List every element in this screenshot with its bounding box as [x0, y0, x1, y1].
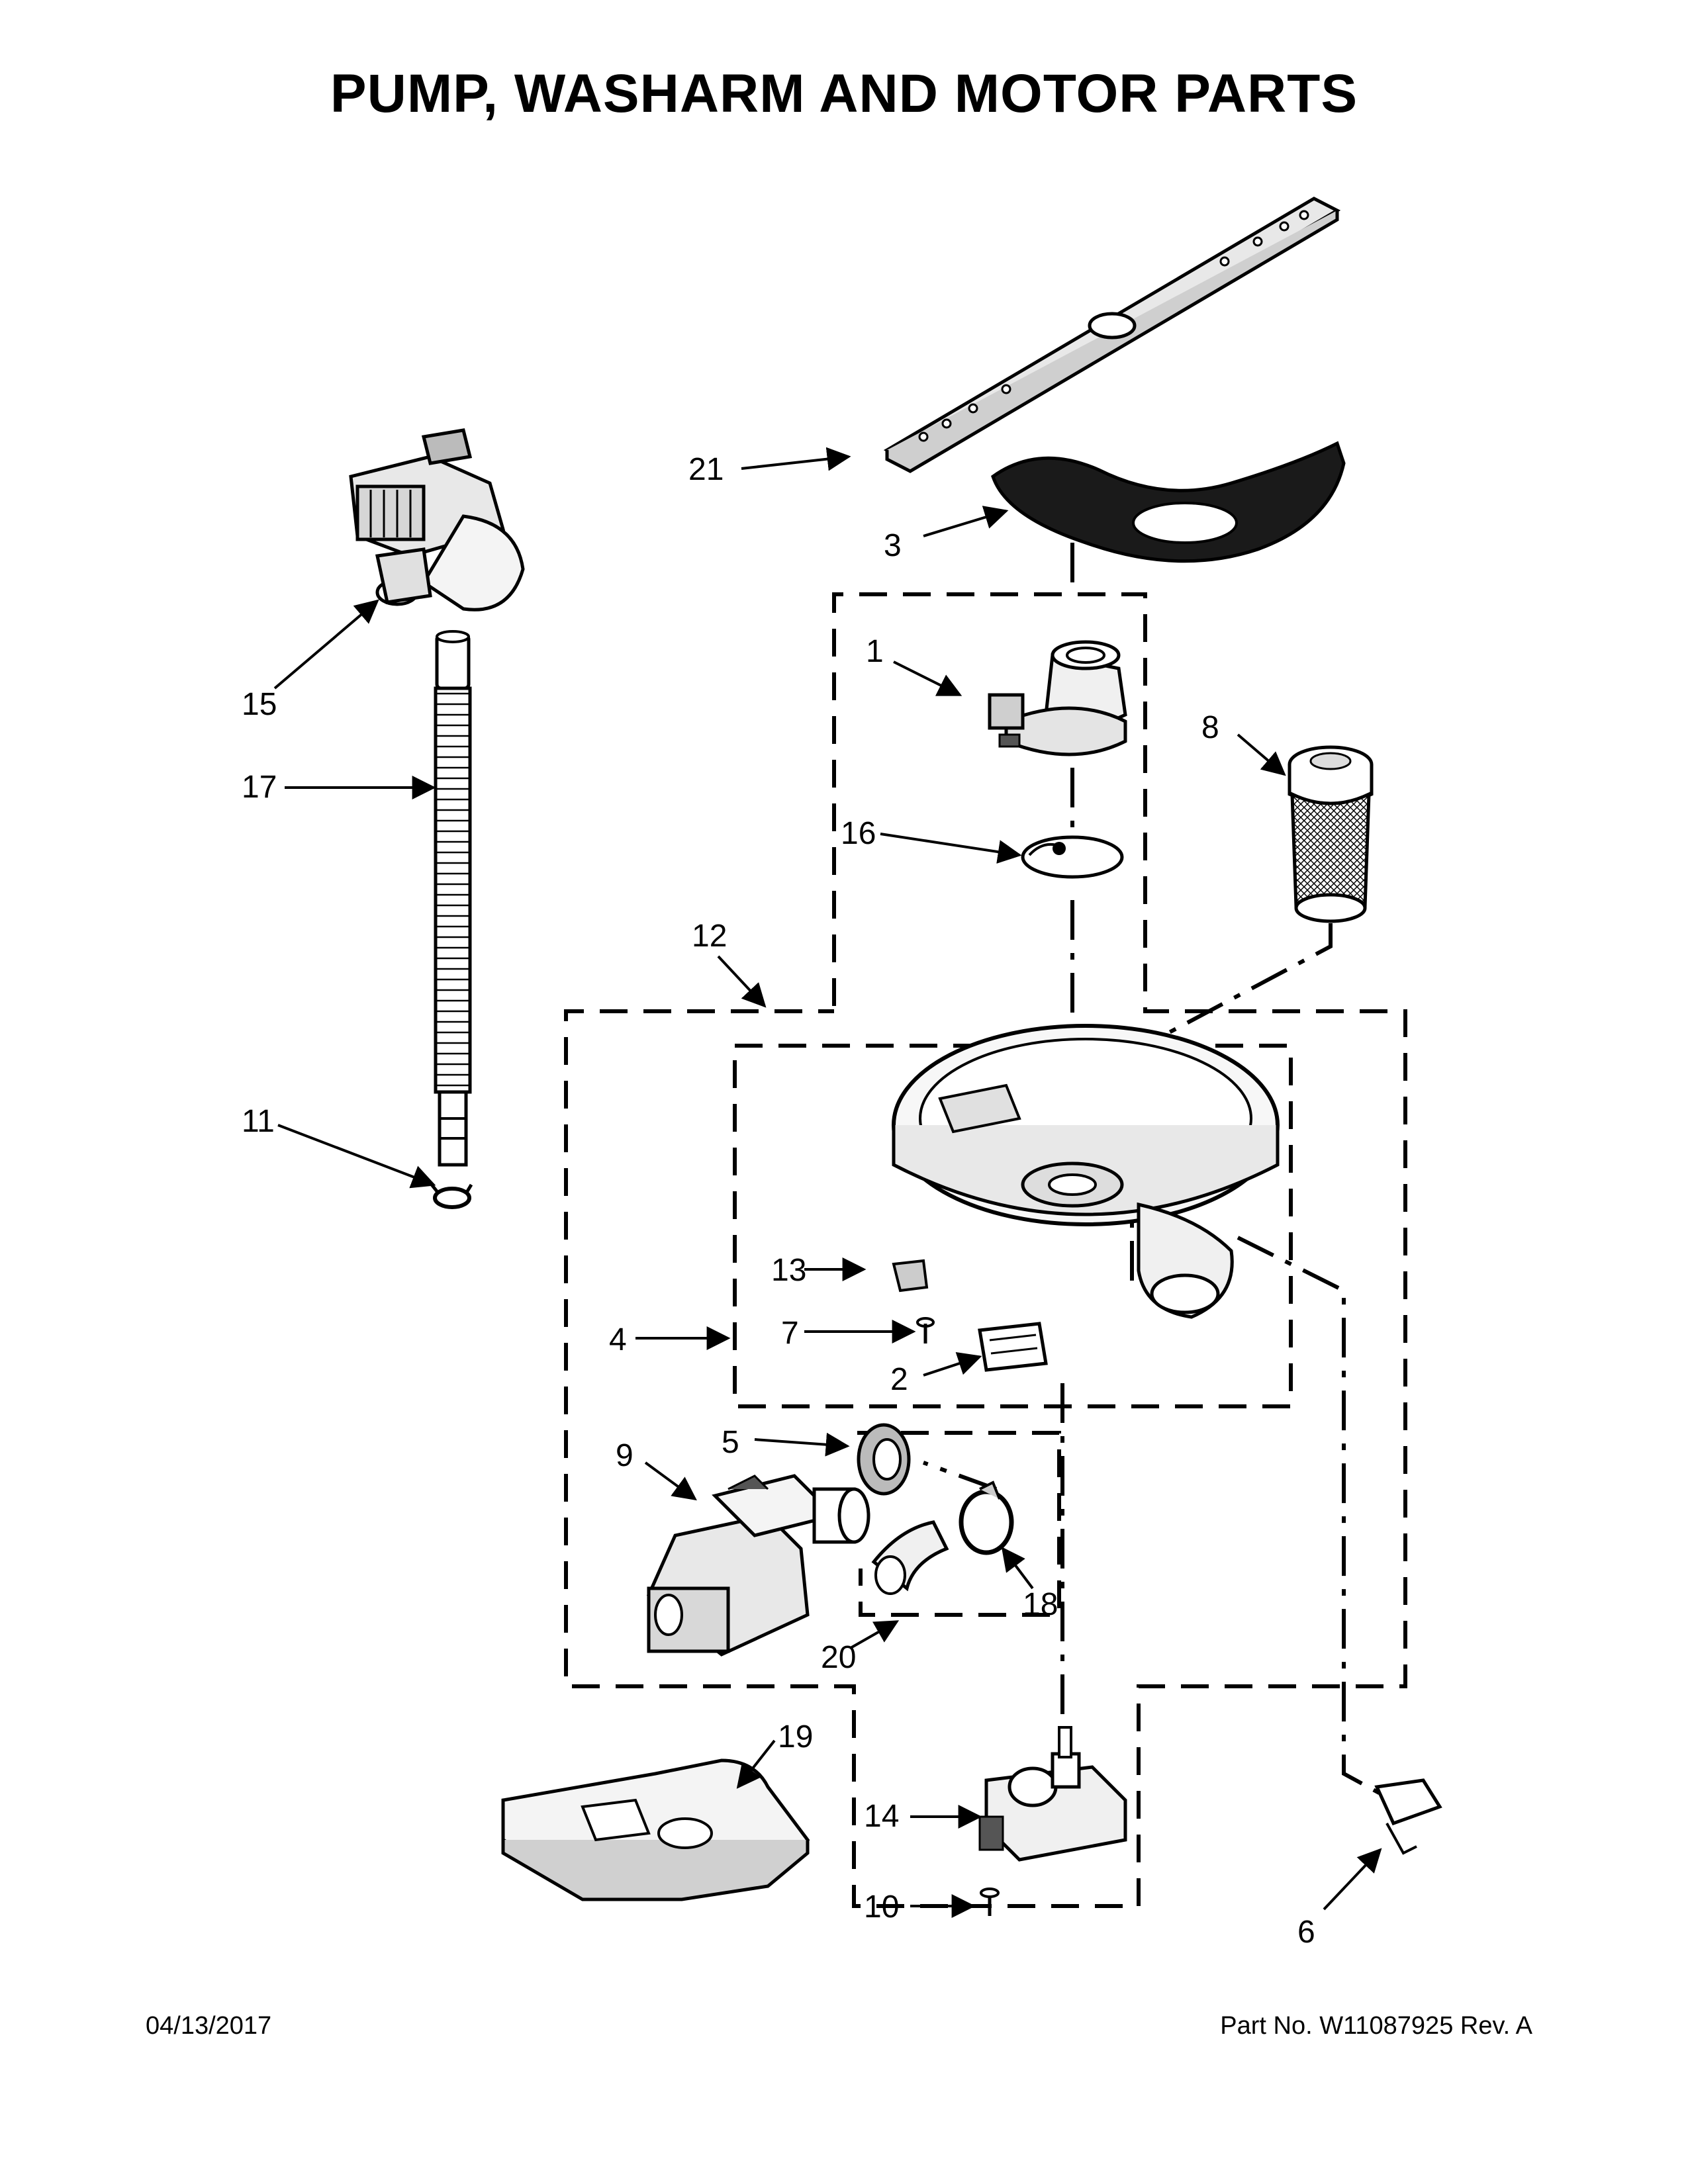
- callout-4: 4: [609, 1322, 627, 1357]
- hose-clamp-part: [430, 1183, 473, 1209]
- drain-hose-part: [434, 630, 472, 1167]
- callout-13: 13: [771, 1253, 806, 1288]
- callout-7: 7: [781, 1316, 799, 1351]
- group-box-20: [857, 1431, 1061, 1617]
- callout-1: 1: [866, 634, 884, 669]
- callout-15: 15: [242, 687, 277, 722]
- footer-part-number: Part No. W11087925 Rev. A: [1220, 2012, 1532, 2040]
- base-part-19: [501, 1758, 810, 1901]
- bracket-part: [892, 1259, 929, 1293]
- callout-6: 6: [1297, 1915, 1315, 1950]
- drain-pump-part: [349, 428, 525, 612]
- leader-lines: [273, 447, 1382, 1918]
- callout-2: 2: [890, 1362, 908, 1397]
- clamp-18-part: [959, 1480, 1014, 1555]
- connector-2-part: [978, 1322, 1048, 1372]
- seal-part: [857, 1423, 911, 1496]
- callout-5: 5: [722, 1425, 739, 1460]
- pump-housing-part: [988, 640, 1127, 756]
- callout-16: 16: [841, 816, 876, 851]
- screw-10-part: [980, 1888, 1000, 1916]
- spray-shield-part: [991, 441, 1346, 563]
- filter-part: [1288, 745, 1374, 923]
- thermal-part-14: [978, 1726, 1127, 1862]
- circulation-motor-part: [646, 1474, 870, 1657]
- disc-flap-part: [1021, 835, 1124, 879]
- callout-20: 20: [821, 1640, 856, 1675]
- sump-part: [892, 1024, 1280, 1319]
- footer-date: 04/13/2017: [146, 2012, 272, 2040]
- callout-17: 17: [242, 770, 277, 805]
- callout-3: 3: [884, 528, 902, 563]
- callout-10: 10: [864, 1889, 899, 1925]
- callout-19: 19: [778, 1719, 813, 1754]
- group-box-12: [564, 592, 1407, 1908]
- elbow-hose-part: [871, 1520, 949, 1595]
- callout-8: 8: [1201, 710, 1219, 745]
- callout-11: 11: [242, 1104, 275, 1139]
- sensor-part-6: [1374, 1778, 1442, 1855]
- callout-21: 21: [688, 452, 724, 487]
- upper-wash-arm-part: [883, 197, 1341, 473]
- page-title: PUMP, WASHARM AND MOTOR PARTS: [330, 64, 1358, 124]
- screw-7-part: [916, 1317, 935, 1343]
- callout-18: 18: [1023, 1587, 1058, 1622]
- callout-14: 14: [864, 1799, 899, 1834]
- callout-9: 9: [616, 1438, 633, 1473]
- callout-12: 12: [692, 919, 727, 954]
